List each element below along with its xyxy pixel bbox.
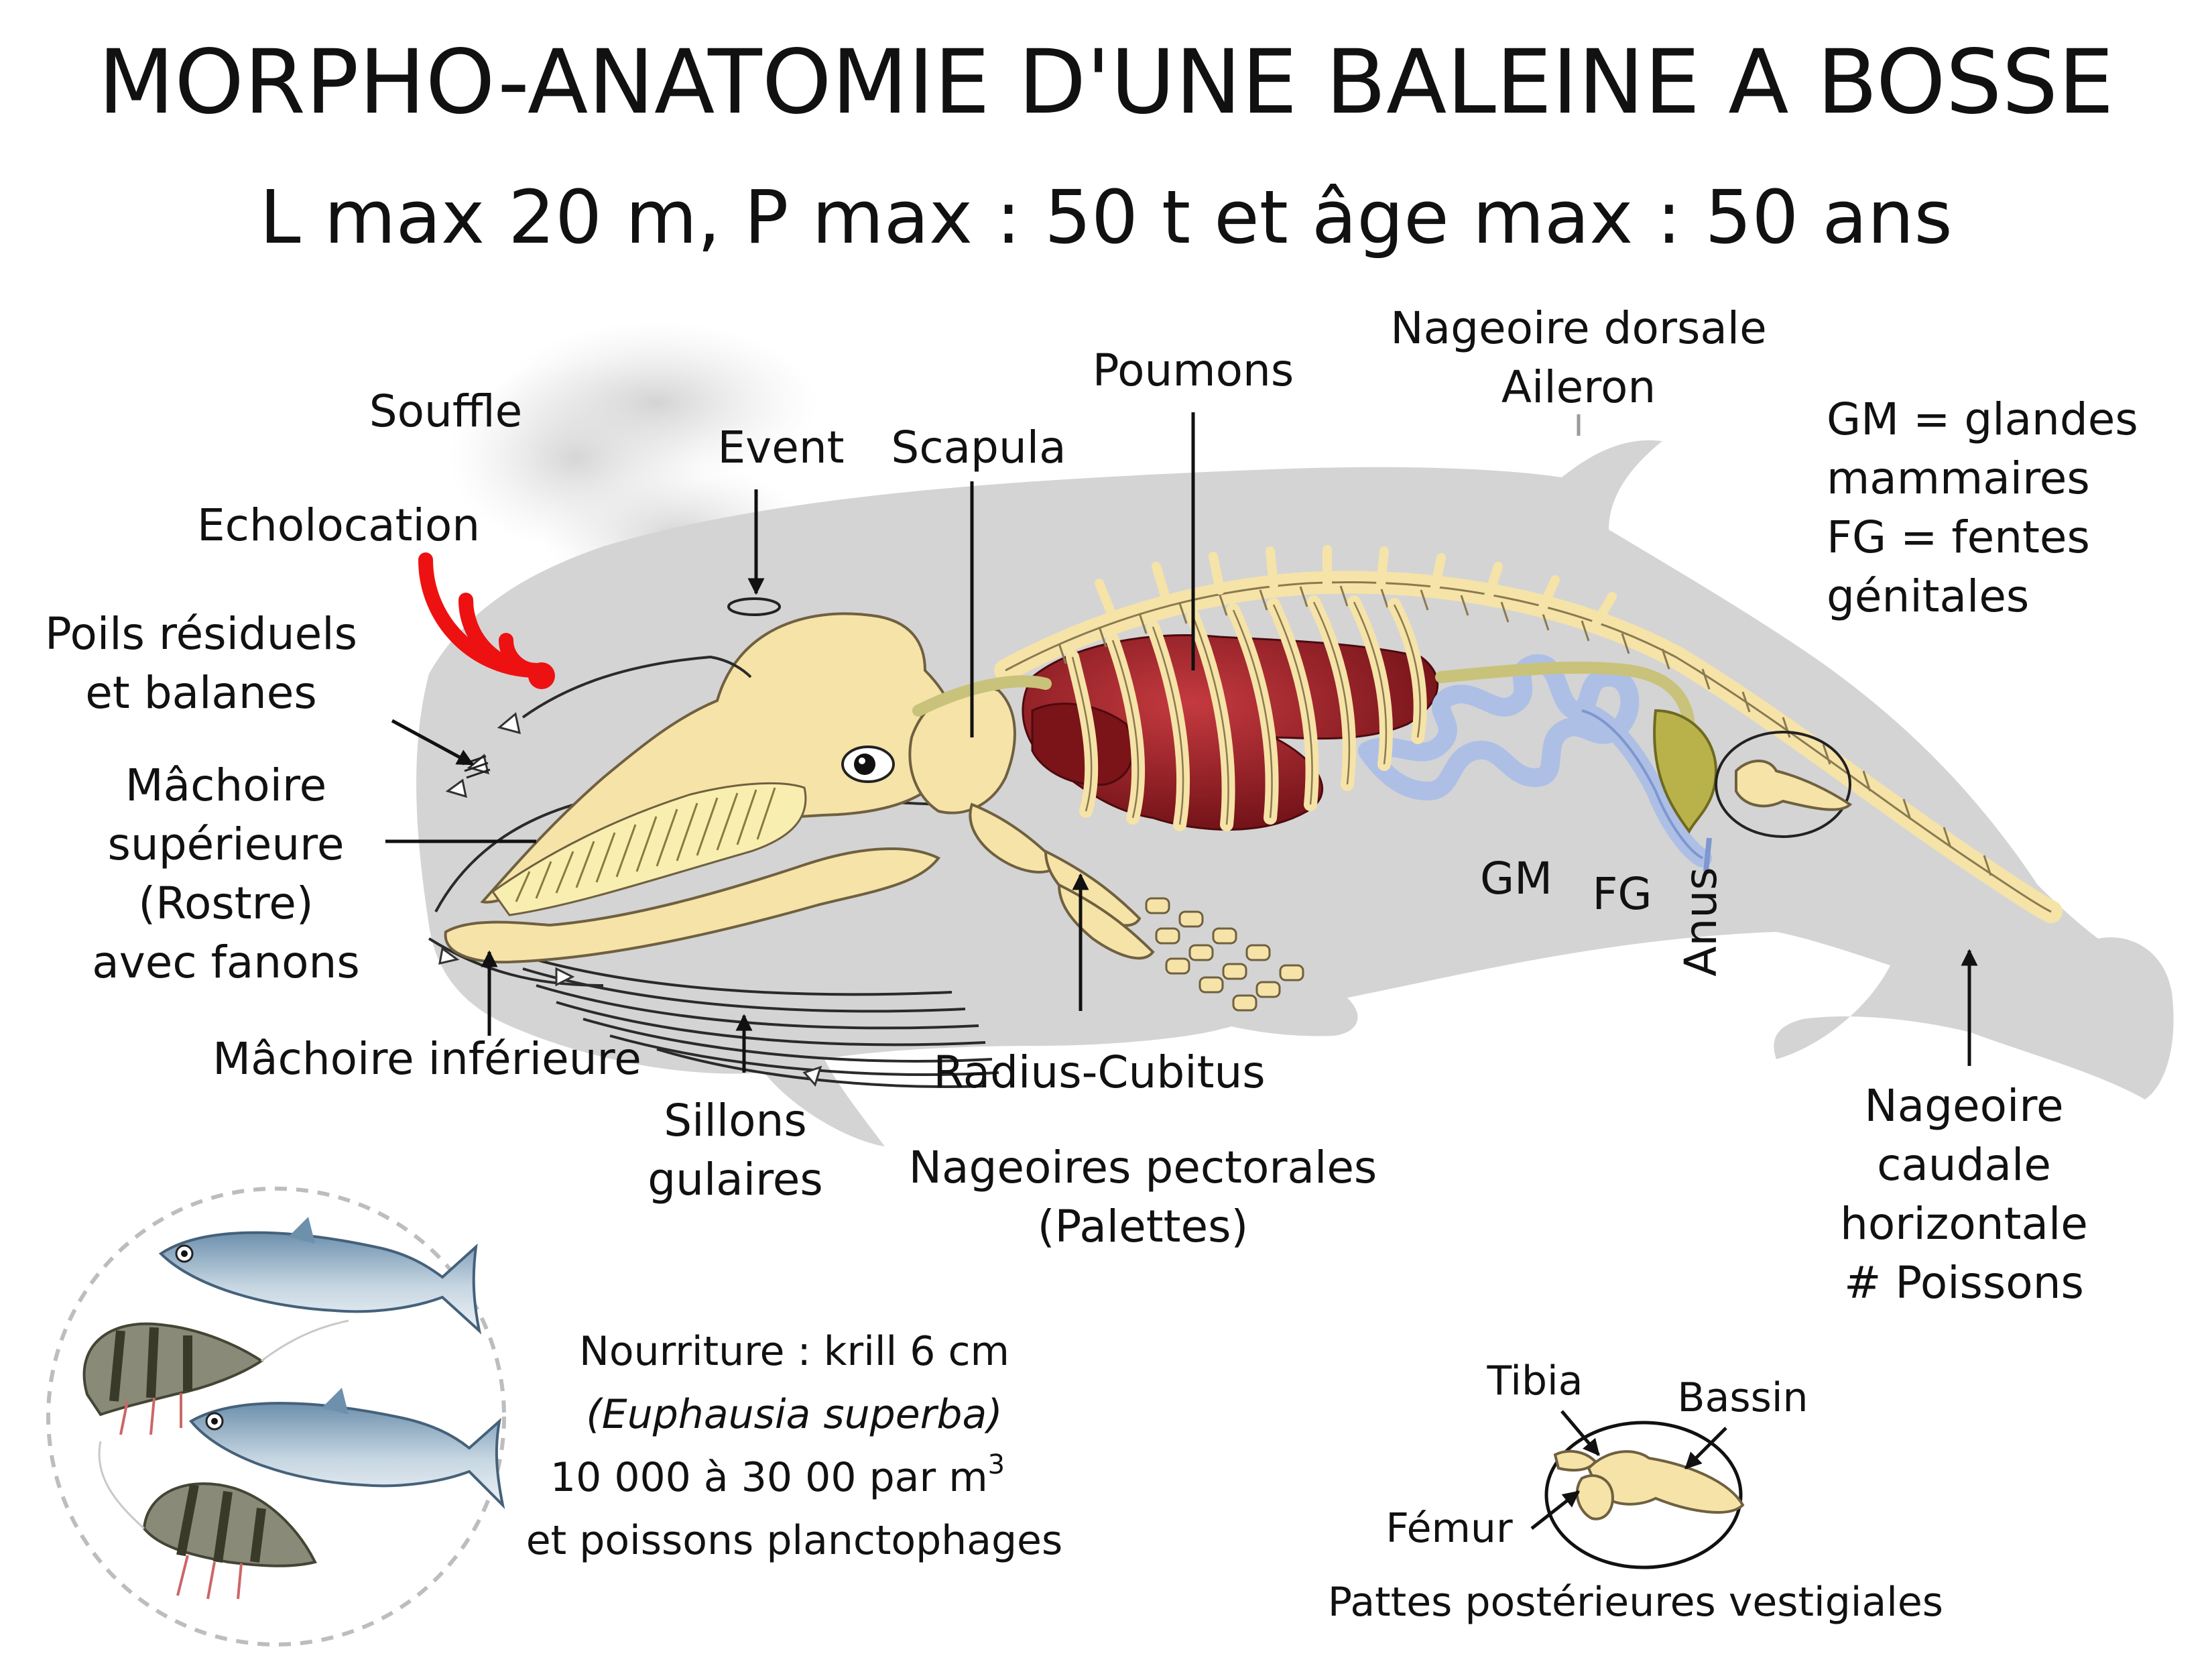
food-line-2: (Euphausia superba) [586, 1391, 1002, 1438]
esophagus [912, 661, 1695, 737]
label-caudale-3: horizontale [1840, 1198, 2088, 1250]
blowhole [727, 597, 781, 616]
inset-bassin-bone [1587, 1450, 1745, 1514]
label-machoire-sup-3: (Rostre) [138, 878, 313, 929]
inset-label-tibia: Tibia [1487, 1358, 1583, 1404]
leader-femur [1530, 1490, 1580, 1530]
legend-line-2: mammaires [1827, 453, 2090, 504]
label-sillons-1: Sillons [664, 1095, 807, 1146]
shrimp-1-icon [82, 1319, 349, 1435]
leader-tibia [1560, 1410, 1600, 1456]
label-gm: GM [1480, 853, 1552, 904]
leader-bassin [1684, 1427, 1727, 1470]
food-line-3-text: 10 000 à 30 00 par m [550, 1454, 988, 1501]
label-event: Event [717, 422, 844, 473]
echolocation-source [528, 662, 555, 689]
mammary-gland [1653, 709, 1718, 834]
food-line-3-sup: 3 [988, 1449, 1005, 1480]
food-line-1: Nourriture : krill 6 cm [579, 1328, 1009, 1375]
inset-femur-bone [1575, 1474, 1614, 1520]
label-machoire-sup-1: Mâchoire [125, 760, 327, 811]
vertebrae [1058, 585, 1992, 876]
fish-2-icon [188, 1388, 505, 1510]
inset-label-femur: Fémur [1386, 1505, 1513, 1552]
fish-1-icon [158, 1217, 482, 1335]
legend-line-3: FG = fentes [1827, 512, 2090, 563]
inset-oval [1544, 1421, 1743, 1569]
ribs-outline [1071, 601, 1421, 825]
label-caudale-4: # Poissons [1844, 1257, 2084, 1309]
head-contour [521, 655, 752, 719]
label-radius: Radius-Cubitus [933, 1046, 1265, 1098]
pelvis-bone [1735, 760, 1853, 811]
blow-spray-upper [496, 322, 818, 483]
label-machoire-sup-4: avec fanons [92, 937, 359, 988]
label-scapula: Scapula [891, 422, 1066, 473]
shrimp-2-icon [98, 1441, 317, 1600]
ventral-grooves [509, 951, 999, 1088]
inset-caption: Pattes postérieures vestigiales [1328, 1579, 1943, 1626]
label-poils-2: et balanes [85, 667, 316, 719]
label-pectorales-1: Nageoires pectorales [909, 1142, 1377, 1193]
intestine-outline [1581, 709, 1703, 859]
jaw-line [428, 937, 604, 987]
legend-line-4: génitales [1827, 571, 2029, 622]
label-machoire-inf: Mâchoire inférieure [212, 1033, 641, 1085]
food-circle [46, 1187, 506, 1647]
inset-tibia-bone [1553, 1449, 1597, 1472]
food-line-4: et poissons planctophages [526, 1517, 1062, 1564]
lower-jaw-bone [444, 847, 941, 964]
legend-line-1: GM = glandes [1827, 394, 2138, 445]
label-poumons: Poumons [1093, 345, 1294, 396]
pectoral-fin [979, 791, 1358, 1036]
inset-label-bassin: Bassin [1677, 1374, 1808, 1421]
label-fg: FG [1592, 868, 1652, 920]
eye [841, 745, 895, 783]
page-subtitle: L max 20 m, P max : 50 t et âge max : 50… [259, 174, 1953, 260]
label-caudale-1: Nageoire [1864, 1080, 2063, 1132]
label-sillons-2: gulaires [648, 1154, 823, 1205]
leader-poils [391, 719, 475, 766]
flipper-bones [969, 802, 1304, 1012]
label-machoire-sup-2: supérieure [108, 819, 345, 870]
head-tubercles [438, 712, 822, 1087]
page-title: MORPHO-ANATOMIE D'UNE BALEINE A BOSSE [98, 31, 2113, 134]
label-echolocation: Echolocation [197, 499, 480, 551]
pelvis-oval [1715, 731, 1851, 838]
spine-outline [1005, 581, 2052, 913]
label-anus: Anus [1675, 867, 1727, 976]
neural-spines [1095, 545, 1617, 630]
baleen-plates [491, 782, 807, 916]
label-pectorales-2: (Palettes) [1038, 1201, 1248, 1252]
label-souffle: Souffle [369, 385, 523, 437]
anus-line [1703, 837, 1712, 872]
label-dorsale-1: Nageoire dorsale [1390, 302, 1766, 354]
label-caudale-2: caudale [1877, 1139, 2051, 1191]
food-line-3: 10 000 à 30 00 par m3 [550, 1449, 1005, 1501]
label-dorsale-2: Aileron [1501, 361, 1656, 413]
label-poils-1: Poils résiduels [45, 608, 357, 660]
